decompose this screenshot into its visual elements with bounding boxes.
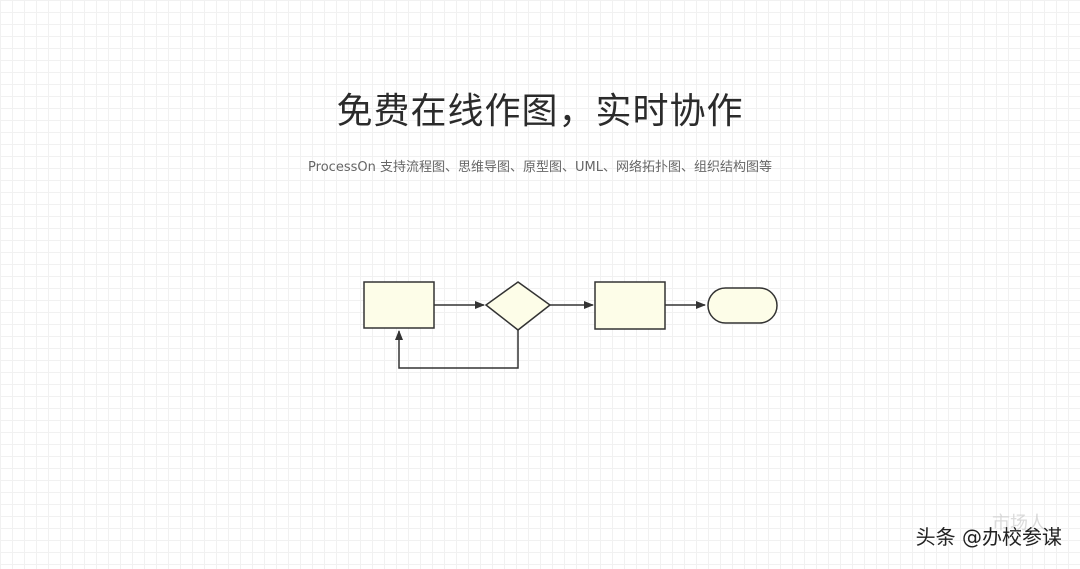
hero-subtitle: ProcessOn 支持流程图、思维导图、原型图、UML、网络拓扑图、组织结构图… (308, 160, 772, 175)
decision-diamond (484, 281, 552, 331)
process-box-1 (363, 281, 435, 329)
process-box-2 (594, 281, 666, 330)
watermark-ghost-text: 市场人 (992, 513, 1046, 534)
terminator-shape (707, 287, 778, 324)
hero-title: 免费在线作图，实时协作 (336, 91, 744, 132)
watermark-text: 头条 @办校参谋 (915, 525, 1062, 549)
loop-back-connector (395, 330, 519, 369)
